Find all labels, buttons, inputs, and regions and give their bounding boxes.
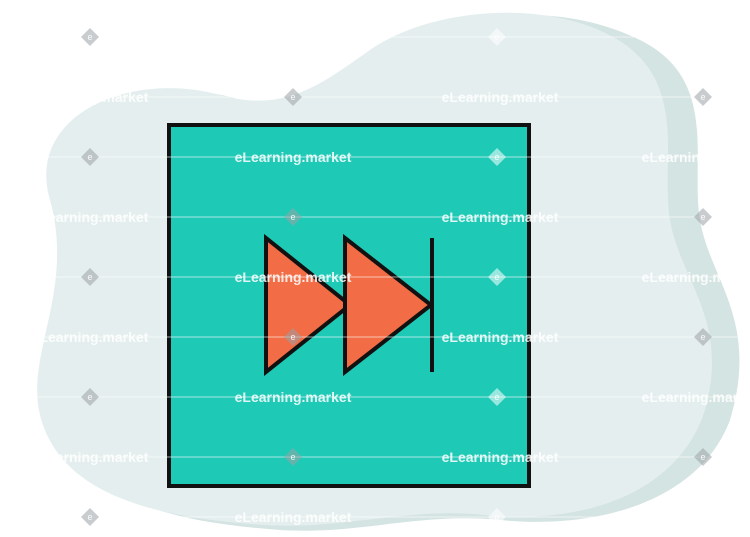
watermark-text: eLearning.market	[642, 269, 750, 285]
watermark-glyph: e	[494, 272, 499, 282]
watermark-diamond	[284, 88, 302, 106]
watermark-text: eLearning.market	[442, 449, 559, 465]
watermark-layer: e eLearning.market e eLearning.market e eLear…	[0, 28, 750, 526]
watermark-diamond	[284, 448, 302, 466]
watermark-text: eLearning.market	[442, 329, 559, 345]
watermark-text: eLearning.market	[235, 509, 352, 525]
watermark-glyph: e	[87, 272, 92, 282]
watermark-glyph: e	[700, 332, 705, 342]
watermark-glyph: e	[87, 152, 92, 162]
watermark-text: eLearning.market	[32, 209, 149, 225]
watermark-diamond	[81, 508, 99, 526]
watermark-diamond	[694, 88, 712, 106]
watermark-diamond	[694, 208, 712, 226]
watermark-text: eLearning.market	[442, 209, 559, 225]
watermark-glyph: e	[290, 332, 295, 342]
watermark-diamond	[488, 148, 506, 166]
watermark-diamond	[488, 268, 506, 286]
watermark-text: eLearning.market	[642, 149, 750, 165]
watermark-text: eLearning.market	[642, 509, 750, 525]
watermark-text: eLearning.market	[235, 269, 352, 285]
watermark-glyph: e	[700, 212, 705, 222]
watermark-glyph: e	[290, 452, 295, 462]
watermark-text: eLearning.market	[32, 89, 149, 105]
watermark-text: eLearning.market	[235, 389, 352, 405]
watermark-diamond	[488, 28, 506, 46]
watermark-diamond	[694, 448, 712, 466]
watermark-glyph: e	[87, 32, 92, 42]
watermark-glyph: e	[290, 92, 295, 102]
watermark-diamond	[694, 328, 712, 346]
watermark-text: eLearning.market	[442, 89, 559, 105]
watermark-diamond	[81, 388, 99, 406]
watermark-glyph: e	[700, 452, 705, 462]
watermark-glyph: e	[87, 512, 92, 522]
watermark-text: eLearning.market	[235, 149, 352, 165]
watermark-glyph: e	[494, 512, 499, 522]
watermark-diamond	[284, 208, 302, 226]
watermark-diamond	[488, 388, 506, 406]
watermark-text: eLearning.market	[32, 329, 149, 345]
watermark-glyph: e	[290, 212, 295, 222]
watermark-diamond	[81, 28, 99, 46]
watermark-text: eLearning.market	[32, 449, 149, 465]
watermark-text: eLearning.market	[642, 389, 750, 405]
second-triangle	[343, 233, 435, 377]
watermark-text: eLearning.market	[642, 29, 750, 45]
watermark-diamond	[81, 148, 99, 166]
watermark-diamond	[284, 328, 302, 346]
watermark-glyph: e	[700, 92, 705, 102]
watermark-glyph: e	[494, 152, 499, 162]
watermark-glyph: e	[494, 32, 499, 42]
watermark-text: eLearning.market	[235, 29, 352, 45]
watermark-glyph: e	[494, 392, 499, 402]
watermark-diamond	[81, 268, 99, 286]
watermark-glyph: e	[87, 392, 92, 402]
watermark-diamond	[488, 508, 506, 526]
